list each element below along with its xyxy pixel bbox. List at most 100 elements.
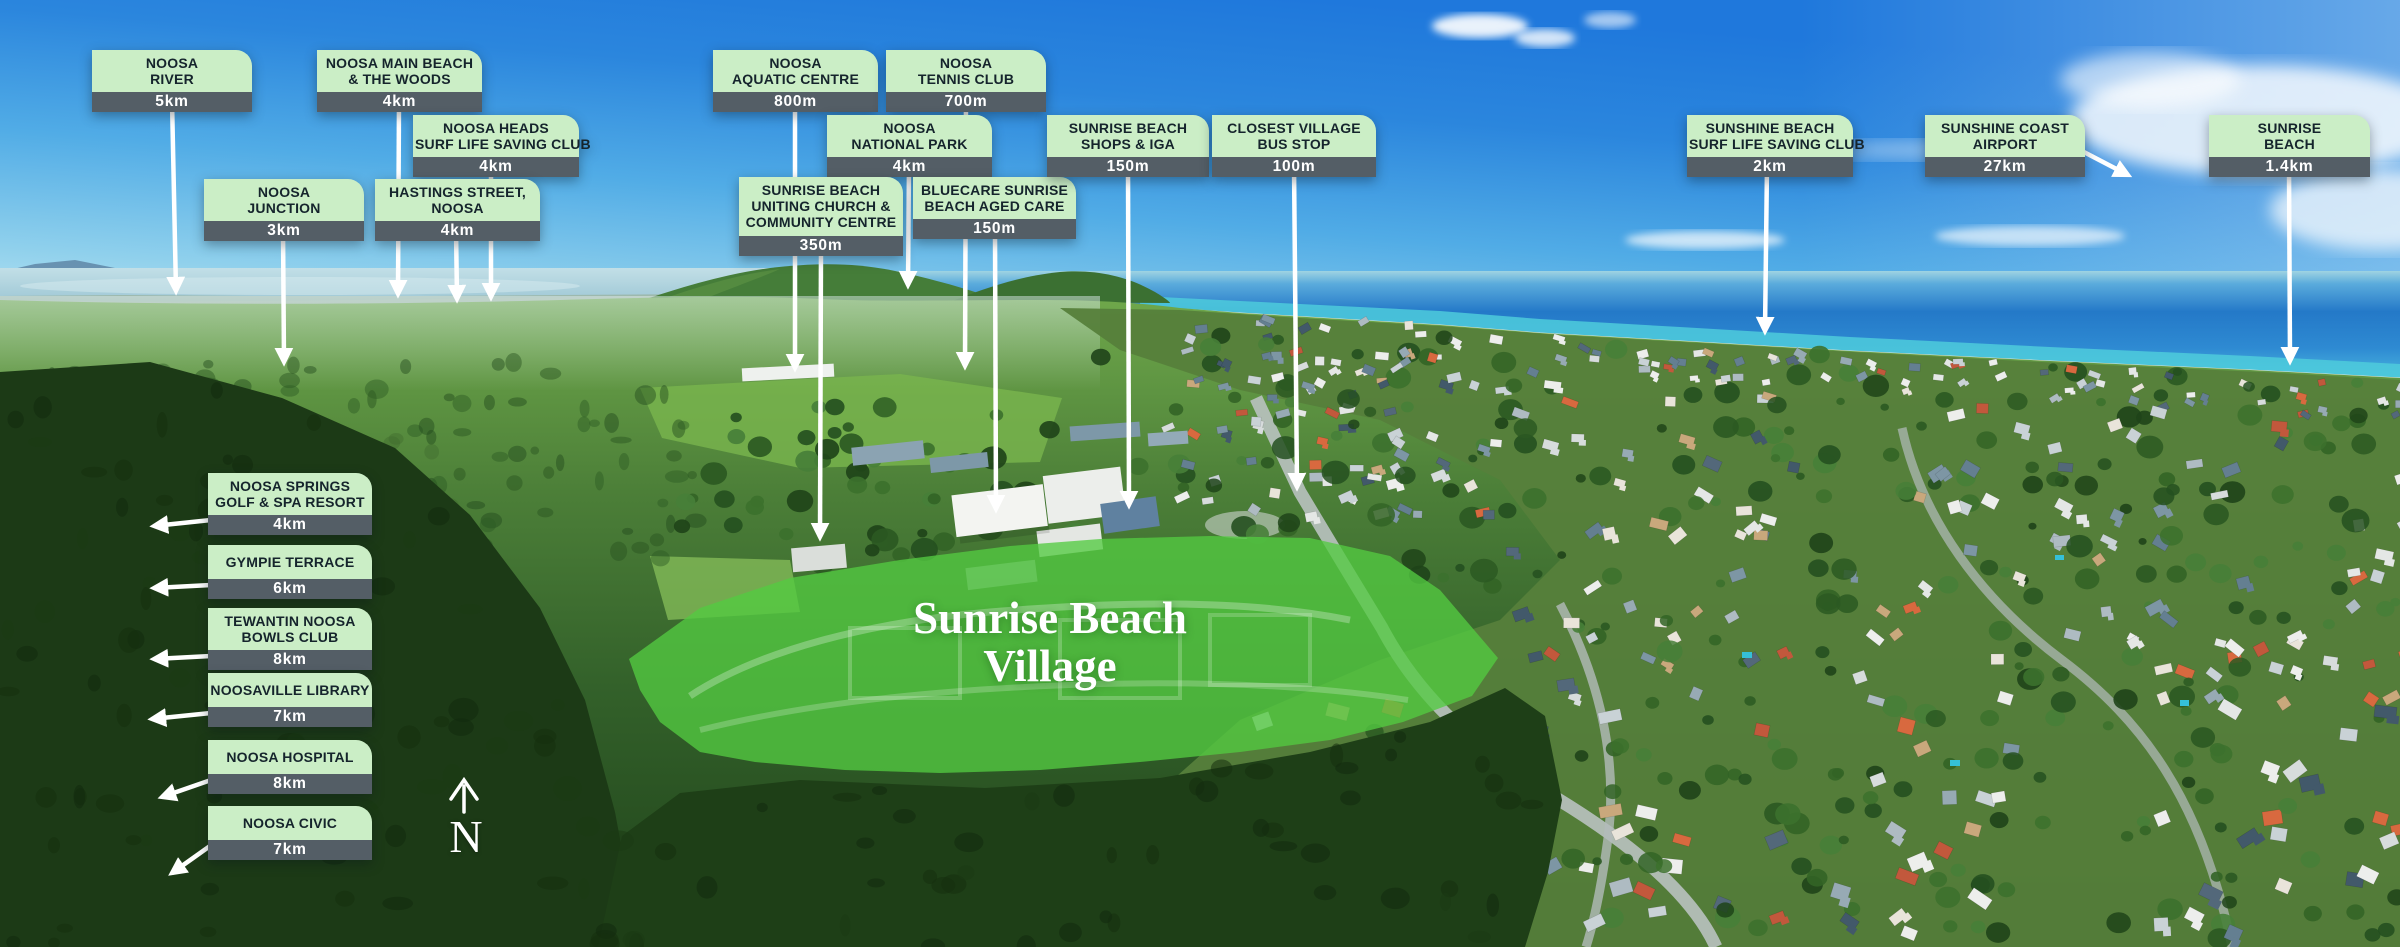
callout-name-line: SUNSHINE COAST	[1940, 120, 2070, 136]
callout-name-line: NOOSA HEADS	[443, 120, 549, 136]
callout-noosaville-library-name: NOOSAVILLE LIBRARY	[208, 673, 372, 707]
callout-noosa-civic-distance: 7km	[208, 840, 372, 860]
compass-arrow	[449, 776, 479, 814]
site-road-traces	[688, 600, 1409, 733]
arrow-bluecare-sunrise-beach-aged-care	[986, 229, 1006, 514]
callout-name-line: SURF LIFE SAVING CLUB	[1689, 136, 1865, 153]
callout-name-line: NOOSA	[145, 55, 199, 71]
arrow-noosa-river	[166, 99, 186, 296]
callout-name-line: SUNRISE BEACH	[761, 182, 881, 198]
callout-name-line: SUNSHINE BEACH	[1705, 120, 1835, 136]
callout-sunshine-coast-airport-distance: 27km	[1925, 157, 2085, 178]
arrow-sunrise-beach	[2280, 164, 2300, 366]
callout-noosa-tennis-club-distance: 700m	[886, 92, 1046, 113]
callout-noosaville-library-distance: 7km	[208, 707, 372, 727]
site-polygon	[629, 536, 1498, 773]
callout-noosaville-library: NOOSAVILLE LIBRARY 7km	[208, 673, 372, 727]
arrow-sunshine-coast-airport	[2078, 148, 2133, 178]
callout-name-line: BUS STOP	[1257, 136, 1331, 153]
callout-arrows	[147, 99, 2300, 876]
callout-name-line: BEACH AGED CARE	[924, 198, 1065, 215]
arrow-sunrise-beach-shops-iga	[1119, 164, 1139, 510]
callout-noosa-national-park-distance: 4km	[827, 157, 992, 178]
callout-noosa-aquatic-centre-distance: 800m	[713, 92, 878, 113]
callout-noosa-junction-distance: 3km	[204, 221, 364, 242]
callout-name-line: SHOPS & IGA	[1081, 136, 1175, 153]
callout-name-line: JUNCTION	[247, 200, 321, 217]
arrow-noosa-junction	[274, 228, 294, 367]
callout-name-line: NOOSA HOSPITAL	[226, 748, 354, 765]
callout-name-line: NOOSA	[431, 200, 484, 217]
callout-name-line: NATIONAL PARK	[851, 136, 968, 153]
callout-name-line: SUNRISE	[2257, 120, 2322, 136]
callout-name-line: CLOSEST VILLAGE	[1227, 120, 1361, 136]
arrow-tewantin-noosa-bowls-club	[149, 648, 212, 668]
arrow-sunrise-beach-uniting-church	[810, 246, 830, 542]
iga-building	[1100, 496, 1160, 534]
callout-name-line: & THE WOODS	[348, 71, 451, 88]
callout-sunrise-beach-distance: 1.4km	[2209, 157, 2370, 178]
compass-north-label: N	[449, 811, 483, 862]
arrow-noosa-springs-golf-spa-resort	[149, 515, 212, 534]
arrow-noosa-civic	[168, 844, 212, 876]
callout-noosa-main-beach-distance: 4km	[317, 92, 482, 113]
callout-name-line: NOOSA SPRINGS	[229, 478, 351, 494]
callout-name-line: SUNRISE BEACH	[1068, 120, 1188, 136]
callout-noosa-river-distance: 5km	[92, 92, 252, 113]
callout-name-line: TENNIS CLUB	[917, 71, 1015, 88]
callout-sunshine-beach-surf-life-saving-club-distance: 2km	[1687, 157, 1853, 178]
church-building	[791, 543, 847, 573]
arrow-closest-village-bus-stop	[1287, 164, 1307, 492]
arrow-gympie-terrace	[149, 577, 212, 597]
callout-bluecare-sunrise-beach-aged-care-distance: 150m	[913, 219, 1076, 240]
callout-name-line: UNITING CHURCH &	[751, 198, 891, 215]
callout-name-line: BOWLS CLUB	[241, 629, 339, 646]
callout-noosa-heads-surf-life-saving-club-distance: 4km	[413, 157, 579, 178]
callout-gympie-terrace-name: GYMPIE TERRACE	[208, 545, 372, 579]
swimming-pools	[1742, 555, 2189, 766]
callout-name-line: BLUECARE SUNRISE	[920, 182, 1069, 198]
arrow-noosaville-library	[147, 708, 212, 727]
callout-name-line: COMMUNITY CENTRE	[745, 214, 897, 231]
callout-noosa-civic-name: NOOSA CIVIC	[208, 806, 372, 840]
callout-name-line: AIRPORT	[1972, 136, 2038, 153]
callout-name-line: NOOSAVILLE LIBRARY	[210, 681, 370, 698]
callout-noosa-main-beach-name: NOOSA MAIN BEACH& THE WOODS	[317, 50, 482, 93]
callout-name-line: GOLF & SPA RESORT	[215, 494, 365, 511]
callout-name-line: NOOSA	[769, 55, 822, 71]
callout-hastings-street-noosa-distance: 4km	[375, 221, 540, 242]
callout-tewantin-noosa-bowls-club-distance: 8km	[208, 650, 372, 671]
arrow-noosa-national-park	[898, 164, 918, 290]
